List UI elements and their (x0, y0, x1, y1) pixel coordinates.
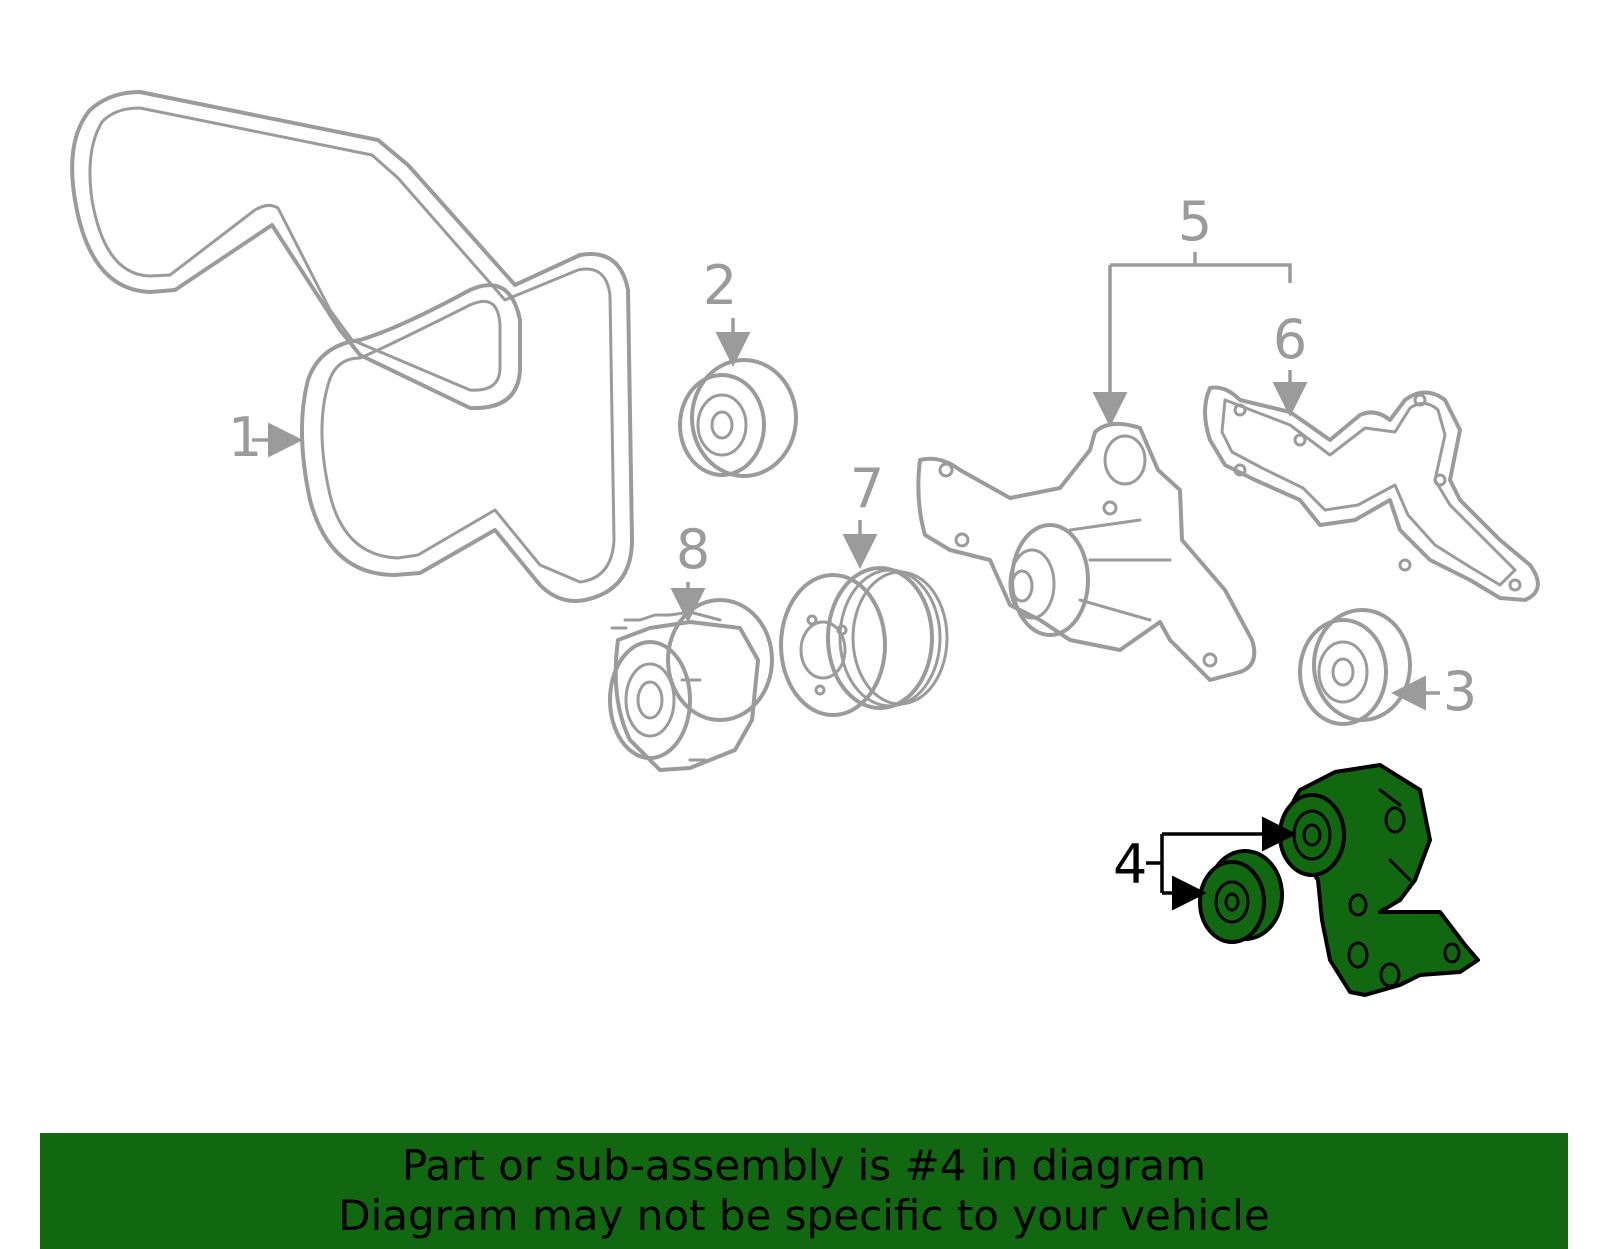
serpentine-belt (70, 90, 634, 603)
callout-5: 5 (1178, 190, 1212, 253)
water-pump (916, 421, 1257, 682)
water-pump-gasket (1203, 385, 1540, 602)
water-pump-pulley (779, 566, 949, 717)
leader-4-bar (1146, 834, 1164, 893)
leader-5-bar (1110, 263, 1292, 283)
callout-8: 8 (676, 518, 710, 581)
callout-7: 7 (850, 457, 884, 520)
banner-line-part: Part or sub-assembly is #4 in diagram (401, 1141, 1207, 1190)
idler-pulley-right (1298, 608, 1412, 726)
callout-3: 3 (1443, 660, 1477, 723)
callout-2: 2 (703, 254, 737, 317)
callout-1: 1 (228, 406, 262, 469)
info-banner: Part or sub-assembly is #4 in diagram Di… (40, 1133, 1568, 1249)
callout-4: 4 (1113, 833, 1147, 896)
fan-clutch (608, 598, 774, 772)
callout-6: 6 (1273, 308, 1307, 371)
tensioner-pulley (1198, 849, 1284, 944)
idler-pulley-top (678, 358, 798, 478)
belt-tensioner-assembly (1278, 763, 1480, 997)
parts-diagram: 1 2 8 7 (70, 90, 1540, 997)
banner-line-disclaimer: Diagram may not be specific to your vehi… (338, 1191, 1270, 1240)
